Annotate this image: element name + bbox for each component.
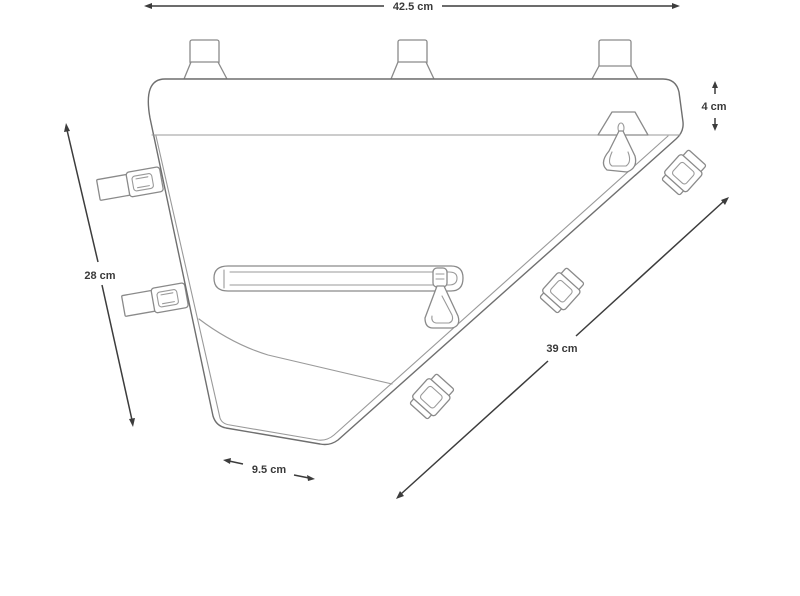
dimension-top-height: 4 cm bbox=[701, 81, 727, 131]
side-zipper-pocket bbox=[213, 265, 464, 292]
left-buckle-upper bbox=[96, 166, 164, 201]
diagonal-buckle-top bbox=[661, 149, 707, 196]
bottom-width-label: 9.5 cm bbox=[252, 464, 286, 476]
bag-body bbox=[147, 78, 684, 446]
diagonal-buckle-bottom bbox=[409, 373, 455, 420]
dimension-diagonal-length: 39 cm bbox=[396, 197, 729, 499]
dimension-bottom-width: 9.5 cm bbox=[223, 458, 315, 481]
left-height-label: 28 cm bbox=[84, 270, 115, 282]
top-width-label: 42.5 cm bbox=[393, 1, 434, 13]
top-strap-left bbox=[183, 39, 228, 80]
left-buckle-lower bbox=[121, 282, 189, 317]
dimension-left-height: 28 cm bbox=[64, 123, 135, 427]
top-height-label: 4 cm bbox=[701, 101, 726, 113]
top-zipper-pull bbox=[597, 111, 649, 173]
side-panel-seam bbox=[198, 318, 393, 385]
diagonal-length-label: 39 cm bbox=[546, 343, 577, 355]
top-strap-right bbox=[591, 39, 639, 80]
dimension-top-width: 42.5 cm bbox=[144, 1, 680, 13]
side-zipper-pull bbox=[424, 267, 460, 329]
bag-body-inner-seam bbox=[155, 135, 669, 441]
top-strap-middle bbox=[390, 39, 435, 80]
diagonal-buckle-middle bbox=[539, 267, 585, 314]
